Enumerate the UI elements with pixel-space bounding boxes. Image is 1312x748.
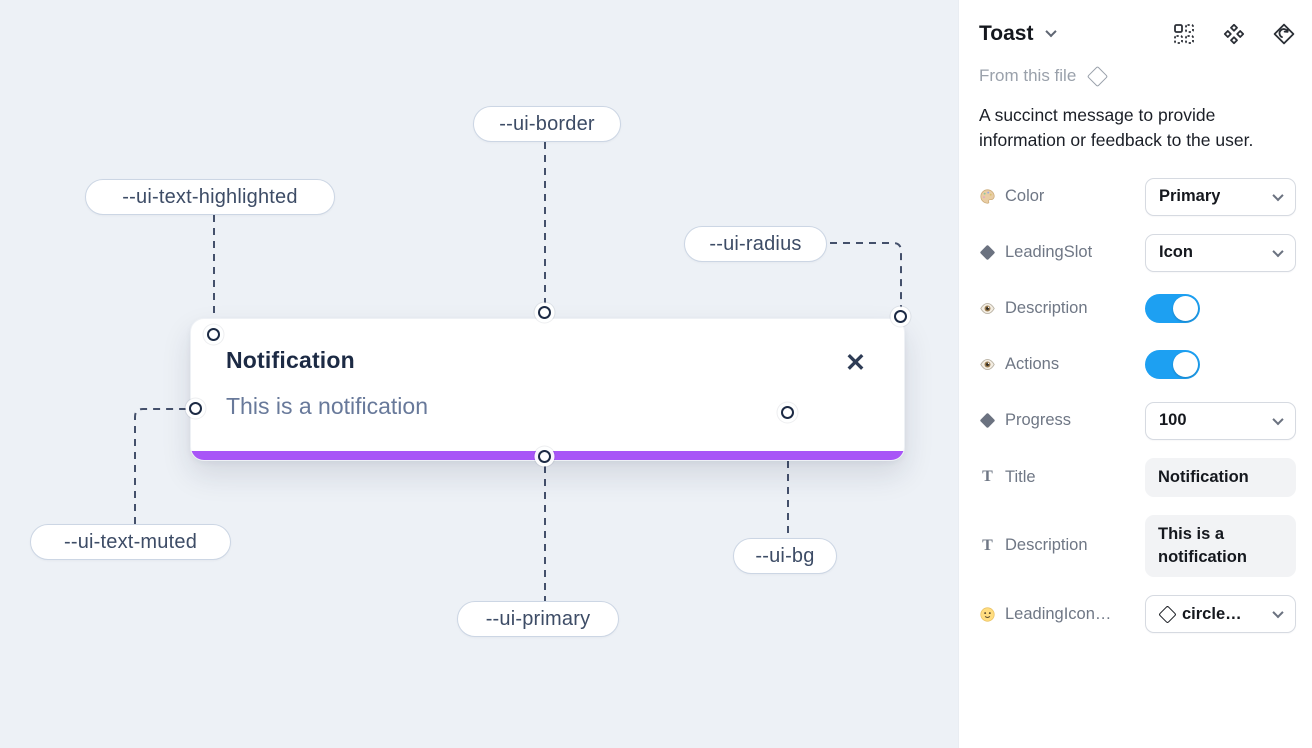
prop-label: Color	[979, 187, 1044, 206]
prop-row-description-text: T Description This is a notification	[979, 514, 1296, 578]
label-text: --ui-border	[499, 112, 595, 135]
chevron-down-icon	[1272, 606, 1284, 619]
prop-label: Actions	[979, 355, 1059, 374]
prop-label: T Description	[979, 536, 1088, 555]
eye-icon	[980, 359, 995, 371]
properties-list: Color Primary LeadingSlot Icon	[979, 177, 1296, 634]
prop-name: Title	[1005, 467, 1036, 486]
label-text: --ui-primary	[485, 607, 591, 630]
selected-value: Primary	[1159, 187, 1221, 206]
prop-name: Actions	[1005, 355, 1060, 374]
prop-name: Progress	[1005, 411, 1072, 430]
selected-value: 100	[1159, 411, 1187, 430]
component-icon[interactable]	[1222, 22, 1246, 46]
color-select[interactable]: Primary	[1145, 177, 1296, 216]
swap-instance-icon[interactable]	[1272, 22, 1296, 46]
prop-row-progress: Progress 100	[979, 401, 1296, 440]
title-field[interactable]: Notification	[1145, 457, 1296, 497]
leadingslot-select[interactable]: Icon	[1145, 233, 1296, 272]
diamond-icon	[979, 244, 996, 261]
label-text: --ui-radius	[709, 232, 802, 255]
anchor-dot-bg[interactable]	[781, 406, 794, 419]
toast-description: This is a notification	[226, 393, 428, 419]
prop-label: Description	[979, 299, 1088, 318]
prop-name: Color	[1005, 187, 1045, 206]
connector-ui-text-muted	[134, 408, 186, 524]
label-ui-radius[interactable]: --ui-radius	[684, 226, 827, 262]
text-icon: T	[982, 536, 993, 554]
diamond-outline-icon	[1087, 65, 1109, 87]
label-ui-text-highlighted[interactable]: --ui-text-highlighted	[85, 179, 335, 215]
design-canvas[interactable]: Notification This is a notification ✕ --…	[0, 0, 958, 748]
connector-ui-radius	[830, 242, 902, 308]
selected-value: Icon	[1159, 243, 1193, 262]
palette-icon	[980, 189, 995, 204]
prop-name: LeadingSlot	[1005, 243, 1093, 262]
label-ui-primary[interactable]: --ui-primary	[457, 601, 619, 637]
label-text: --ui-text-highlighted	[122, 185, 298, 208]
toast-title: Notification	[226, 347, 355, 373]
prop-label: LeadingSlot	[979, 243, 1092, 262]
label-text: --ui-bg	[755, 544, 815, 567]
toast-component[interactable]: Notification This is a notification ✕	[190, 318, 905, 461]
leadingicon-select[interactable]: circle…	[1145, 595, 1296, 634]
description-field[interactable]: This is a notification	[1145, 514, 1296, 578]
label-ui-bg[interactable]: --ui-bg	[733, 538, 837, 574]
selected-value: circle…	[1182, 604, 1242, 623]
anchor-dot-text-muted[interactable]	[189, 402, 202, 415]
component-description: A succinct message to provide informatio…	[979, 105, 1254, 151]
smiley-icon	[980, 606, 995, 622]
diamond-icon	[979, 412, 996, 429]
anchor-dot-text-highlighted[interactable]	[207, 328, 220, 341]
anchor-dot-border[interactable]	[538, 306, 551, 319]
progress-select[interactable]: 100	[1145, 401, 1296, 440]
toggle-knob	[1173, 296, 1198, 322]
prop-label: T Title	[979, 467, 1036, 487]
prop-name: LeadingIcon…	[1005, 604, 1112, 623]
properties-panel: Toast	[958, 0, 1312, 748]
prop-row-title: T Title Notification	[979, 457, 1296, 497]
label-ui-text-muted[interactable]: --ui-text-muted	[30, 524, 231, 560]
label-ui-border[interactable]: --ui-border	[473, 106, 621, 142]
prop-row-color: Color Primary	[979, 177, 1296, 216]
prop-label: LeadingIcon…	[979, 605, 1111, 624]
chevron-down-icon	[1272, 413, 1284, 425]
label-text: --ui-text-muted	[63, 530, 198, 553]
anchor-dot-primary[interactable]	[538, 450, 551, 463]
chevron-down-icon	[1272, 245, 1284, 257]
diamond-outline-icon	[1158, 604, 1177, 624]
source-row: From this file	[979, 65, 1296, 87]
prop-name: Description	[1005, 299, 1088, 318]
actions-toggle[interactable]	[1145, 350, 1200, 380]
eye-icon	[980, 303, 995, 315]
chevron-down-icon	[1272, 189, 1284, 201]
component-name: Toast	[979, 22, 1034, 45]
instance-grid-icon[interactable]	[1172, 22, 1196, 46]
prop-row-actions-toggle: Actions	[979, 346, 1296, 384]
prop-row-description-toggle: Description	[979, 290, 1296, 328]
chevron-down-icon[interactable]	[1045, 25, 1058, 38]
prop-name: Description	[1005, 536, 1088, 555]
description-toggle[interactable]	[1145, 294, 1200, 324]
toggle-knob	[1173, 352, 1198, 378]
prop-row-leadingslot: LeadingSlot Icon	[979, 233, 1296, 272]
prop-label: Progress	[979, 411, 1071, 430]
anchor-dot-radius[interactable]	[894, 310, 907, 323]
source-label: From this file	[979, 66, 1077, 85]
text-icon: T	[982, 468, 993, 486]
panel-header: Toast	[979, 22, 1296, 46]
close-icon[interactable]: ✕	[845, 349, 866, 377]
prop-row-leadingicon: LeadingIcon… circle…	[979, 595, 1296, 634]
